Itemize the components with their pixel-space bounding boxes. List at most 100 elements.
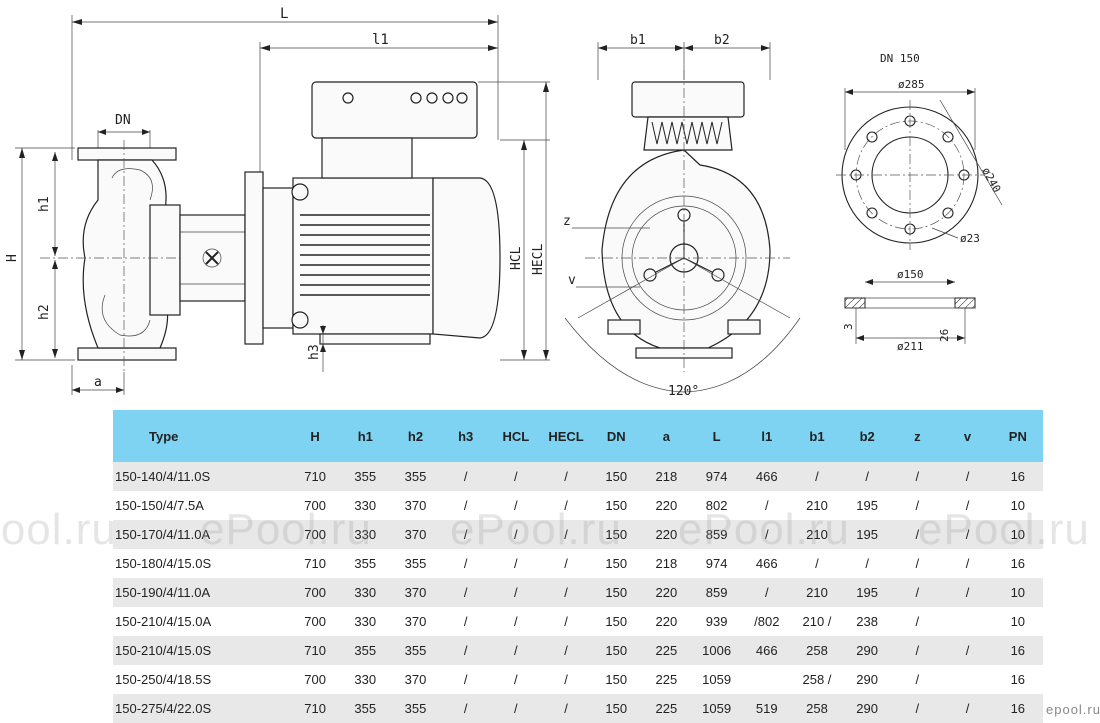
table-cell: 330 — [340, 491, 391, 520]
dim-v: v — [568, 273, 576, 288]
table-cell: / — [842, 462, 893, 491]
table-cell: 370 — [390, 665, 441, 694]
table-cell: 1059 — [691, 694, 742, 723]
table-cell: / — [490, 491, 541, 520]
table-cell: 238 — [842, 607, 893, 636]
table-cell: 16 — [992, 665, 1043, 694]
table-cell: / — [490, 549, 541, 578]
table-cell: / — [791, 549, 843, 578]
table-cell: 974 — [691, 549, 742, 578]
table-cell: / — [540, 462, 592, 491]
cell-type: 150-190/4/11.0A — [113, 578, 290, 607]
table-cell: 859 — [691, 520, 742, 549]
table-cell: / — [490, 607, 541, 636]
table-cell: 195 — [842, 520, 893, 549]
table-cell: 210 — [791, 520, 843, 549]
table-cell: 355 — [340, 694, 391, 723]
pump-dimension-drawing: L l1 DN — [5, 6, 1003, 399]
table-cell: / — [892, 636, 943, 665]
table-cell: 330 — [340, 665, 391, 694]
site-logo: epool.ru — [1046, 702, 1100, 717]
table-cell: / — [490, 520, 541, 549]
table-cell: 710 — [290, 462, 341, 491]
table-cell: 330 — [340, 607, 391, 636]
table-cell: 370 — [390, 578, 441, 607]
table-cell: 16 — [992, 462, 1043, 491]
watermark: ePool.ru — [450, 505, 622, 554]
table-cell — [942, 665, 993, 694]
table-cell: 220 — [641, 607, 692, 636]
table-cell: / — [892, 607, 943, 636]
table-cell: / — [741, 520, 792, 549]
cell-type: 150-180/4/15.0S — [113, 549, 290, 578]
dim-z: z — [563, 214, 571, 229]
table-cell: / — [440, 694, 491, 723]
table-cell: 258 — [791, 636, 843, 665]
table-cell: / — [440, 665, 491, 694]
col-b2: b2 — [842, 410, 893, 462]
cell-type: 150-250/4/18.5S — [113, 665, 290, 694]
table-cell: 150 — [591, 549, 642, 578]
table-cell: / — [540, 520, 592, 549]
cell-type: 150-210/4/15.0S — [113, 636, 290, 665]
dim-L: L — [280, 6, 288, 22]
table-cell: 16 — [992, 694, 1043, 723]
col-h1: h1 — [340, 410, 391, 462]
table-cell: 466 — [741, 462, 792, 491]
table-cell: / — [540, 549, 592, 578]
side-view: L l1 DN — [5, 6, 550, 395]
table-cell: 10 — [992, 520, 1043, 549]
table-cell: 290 — [842, 694, 893, 723]
table-cell: 150 — [591, 636, 642, 665]
col-HCL: HCL — [490, 410, 541, 462]
table-cell: / — [942, 549, 993, 578]
table-cell: 519 — [741, 694, 792, 723]
table-cell: 10 — [992, 578, 1043, 607]
table-cell: 16 — [992, 549, 1043, 578]
table-cell: / — [440, 607, 491, 636]
table-cell: 290 — [842, 665, 893, 694]
col-h3: h3 — [440, 410, 491, 462]
table-cell: 974 — [691, 462, 742, 491]
table-cell: 700 — [290, 665, 341, 694]
table-cell: 370 — [390, 520, 441, 549]
table-cell: / — [942, 578, 993, 607]
table-cell: / — [440, 462, 491, 491]
table-cell: 355 — [390, 549, 441, 578]
dim-b1: b1 — [630, 33, 646, 48]
table-cell: 258 — [791, 694, 843, 723]
table-cell: / — [440, 491, 491, 520]
table-cell: 370 — [390, 607, 441, 636]
table-cell: 355 — [390, 462, 441, 491]
table-cell: / — [440, 578, 491, 607]
table-cell: 466 — [741, 549, 792, 578]
table-cell: 710 — [290, 636, 341, 665]
table-cell: 370 — [390, 491, 441, 520]
table-cell: / — [540, 665, 592, 694]
table-cell: / — [440, 520, 491, 549]
watermark: ePool.ru — [200, 505, 372, 554]
col-l1: l1 — [741, 410, 792, 462]
table-cell: 700 — [290, 607, 341, 636]
dim-DN: DN — [115, 113, 131, 128]
table-cell: 150 — [591, 607, 642, 636]
col-z: z — [892, 410, 943, 462]
table-cell: 355 — [340, 462, 391, 491]
table-cell — [741, 665, 792, 694]
dim-l1: l1 — [372, 32, 389, 48]
col-b1: b1 — [791, 410, 843, 462]
table-cell: 355 — [340, 549, 391, 578]
table-cell: 220 — [641, 520, 692, 549]
flange-bore: ø150 — [897, 268, 924, 281]
table-cell: 466 — [741, 636, 792, 665]
table-cell: / — [490, 462, 541, 491]
watermark: ePool.ru — [918, 505, 1090, 554]
col-a: a — [641, 410, 692, 462]
table-cell: / — [540, 607, 592, 636]
cell-type: 150-170/4/11.0A — [113, 520, 290, 549]
table-cell: 1059 — [691, 665, 742, 694]
